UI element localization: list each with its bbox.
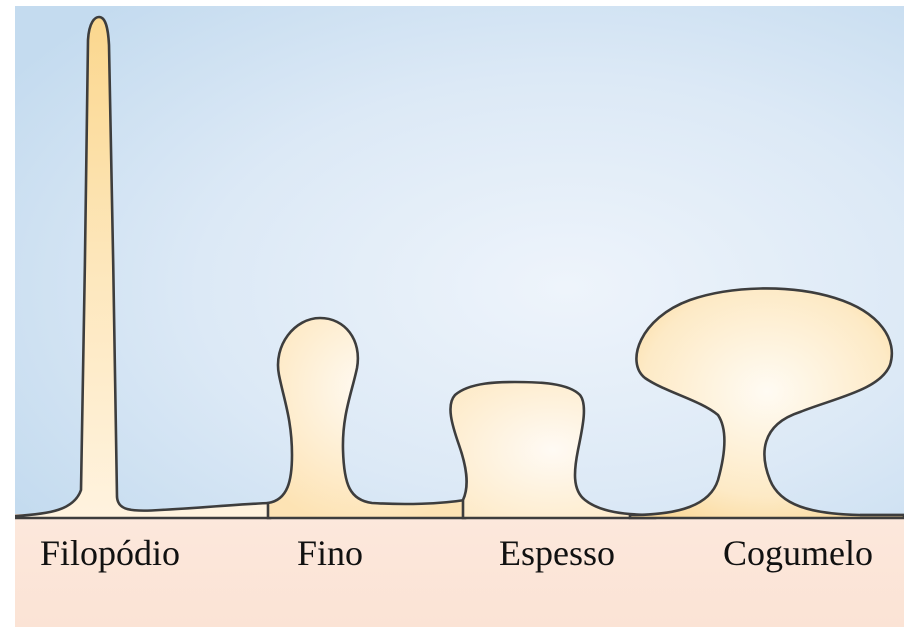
top-margin	[15, 0, 904, 6]
left-margin	[0, 0, 15, 627]
dendrite-base	[15, 514, 904, 627]
